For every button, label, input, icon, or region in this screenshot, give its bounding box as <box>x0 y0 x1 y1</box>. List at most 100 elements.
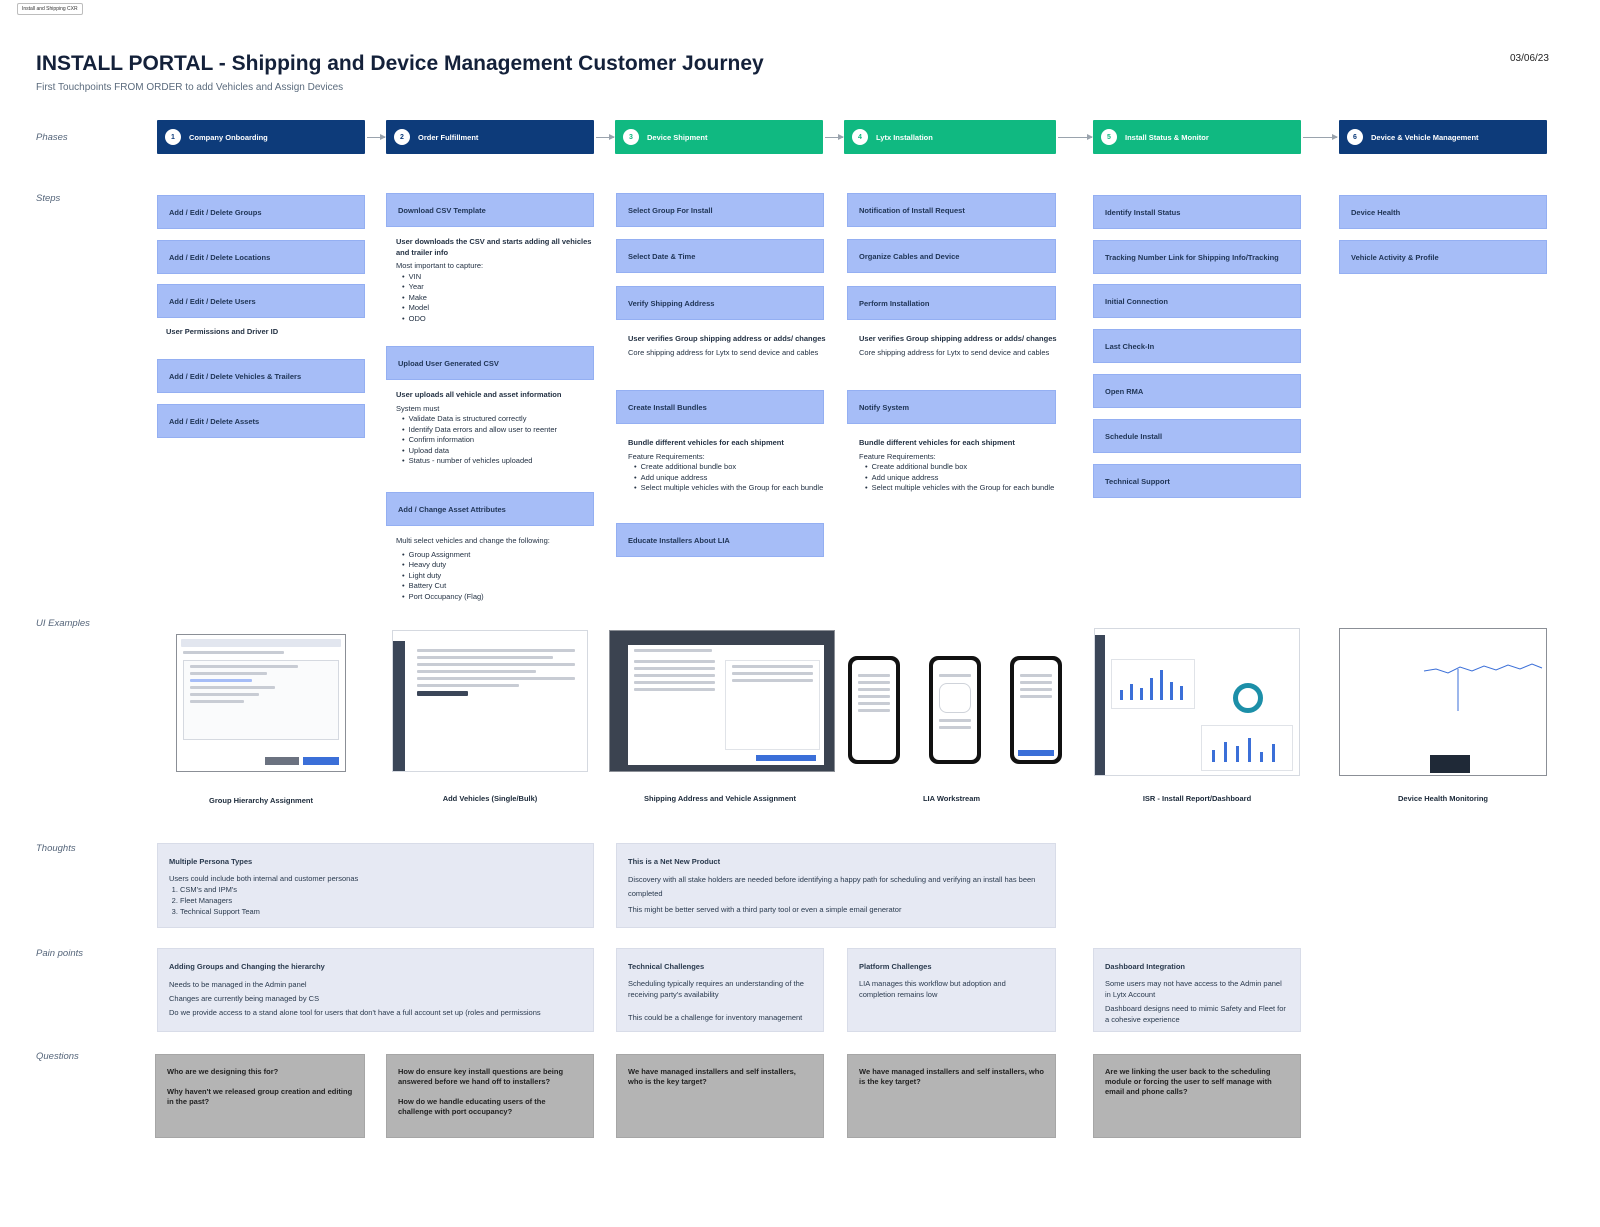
step-note: User uploads all vehicle and asset infor… <box>396 390 596 467</box>
list-item: Add unique address <box>865 473 1069 484</box>
step-card[interactable]: Notify System <box>847 390 1056 424</box>
list-item: Year <box>402 282 596 293</box>
phase-number: 2 <box>394 129 410 145</box>
step-card[interactable]: Identify Install Status <box>1093 195 1301 229</box>
note-heading: Bundle different vehicles for each shipm… <box>859 438 1015 447</box>
note-heading: Bundle different vehicles for each shipm… <box>628 438 784 447</box>
note-subheading: Core shipping address for Lytx to send d… <box>628 347 819 357</box>
list-item: Port Occupancy (Flag) <box>402 592 596 603</box>
list-item: Make <box>402 293 596 304</box>
step-card[interactable]: Add / Edit / Delete Vehicles & Trailers <box>157 359 365 393</box>
step-card[interactable]: Add / Edit / Delete Locations <box>157 240 365 274</box>
step-card[interactable]: Add / Edit / Delete Groups <box>157 195 365 229</box>
phase-order-fulfillment[interactable]: 2 Order Fulfillment <box>386 120 594 154</box>
ui-thumbnail-group-hierarchy[interactable] <box>176 634 346 772</box>
note-subheading: Multi select vehicles and change the fol… <box>396 536 550 545</box>
note-subheading: Feature Requirements: <box>628 451 705 461</box>
phase-arrow <box>825 134 844 140</box>
ui-thumbnail-isr-dashboard[interactable] <box>1094 628 1300 776</box>
ui-thumbnail-phone-2[interactable] <box>929 656 981 764</box>
step-note: Bundle different vehicles for each shipm… <box>859 438 1069 494</box>
step-note: Multi select vehicles and change the fol… <box>396 536 596 602</box>
step-card[interactable]: Notification of Install Request <box>847 193 1056 227</box>
phase-company-onboarding[interactable]: 1 Company Onboarding <box>157 120 365 154</box>
pain-point-line: Needs to be managed in the Admin panel <box>169 980 307 989</box>
step-card[interactable]: Add / Edit / Delete Users <box>157 284 365 318</box>
step-card[interactable]: Educate Installers About LIA <box>616 523 824 557</box>
list-item: Heavy duty <box>402 560 596 571</box>
list-item: Create additional bundle box <box>865 462 1069 473</box>
step-note: User Permissions and Driver ID <box>166 327 279 336</box>
step-card[interactable]: Last Check-In <box>1093 329 1301 363</box>
row-label-questions: Questions <box>36 1051 79 1062</box>
step-card[interactable]: Vehicle Activity & Profile <box>1339 240 1547 274</box>
pain-point-line: Scheduling typically requires an underst… <box>628 979 804 999</box>
step-card[interactable]: Select Group For Install <box>616 193 824 227</box>
list-item: Validate Data is structured correctly <box>402 414 596 425</box>
question-text: Why haven't we released group creation a… <box>167 1087 353 1106</box>
step-card[interactable]: Add / Change Asset Attributes <box>386 492 594 526</box>
phase-number: 5 <box>1101 129 1117 145</box>
frame-tag[interactable]: Install and Shipping CXR <box>17 3 83 15</box>
step-card[interactable]: Add / Edit / Delete Assets <box>157 404 365 438</box>
ui-example-caption: Shipping Address and Vehicle Assignment <box>644 794 796 803</box>
step-card[interactable]: Upload User Generated CSV <box>386 346 594 380</box>
step-card[interactable]: Organize Cables and Device <box>847 239 1056 273</box>
step-card[interactable]: Create Install Bundles <box>616 390 824 424</box>
step-card[interactable]: Schedule Install <box>1093 419 1301 453</box>
thought-body: This might be better served with a third… <box>628 905 902 914</box>
phase-label: Lytx Installation <box>876 132 933 142</box>
step-card[interactable]: Perform Installation <box>847 286 1056 320</box>
phase-install-status-monitor[interactable]: 5 Install Status & Monitor <box>1093 120 1301 154</box>
page-title: INSTALL PORTAL - Shipping and Device Man… <box>36 52 764 75</box>
pain-point-line: Changes are currently being managed by C… <box>169 994 320 1003</box>
pain-point-line: Dashboard designs need to mimic Safety a… <box>1105 1004 1286 1024</box>
ui-thumbnail-phone-3[interactable] <box>1010 656 1062 764</box>
phase-number: 1 <box>165 129 181 145</box>
step-card[interactable]: Open RMA <box>1093 374 1301 408</box>
question-text: We have managed installers and self inst… <box>628 1067 796 1086</box>
thought-heading: This is a Net New Product <box>628 857 721 866</box>
note-subheading: Most important to capture: <box>396 261 484 270</box>
list-item: VIN <box>402 272 596 283</box>
ui-example-caption: LIA Workstream <box>922 794 981 803</box>
ui-thumbnail-add-vehicles[interactable] <box>392 630 588 772</box>
ui-example-caption: Add Vehicles (Single/Bulk) <box>442 794 538 803</box>
phase-device-vehicle-management[interactable]: 6 Device & Vehicle Management <box>1339 120 1547 154</box>
question-card: How do ensure key install questions are … <box>386 1054 594 1138</box>
ui-example-caption: ISR - Install Report/Dashboard <box>1142 794 1252 803</box>
question-card: We have managed installers and self inst… <box>616 1054 824 1138</box>
list-item: Select multiple vehicles with the Group … <box>865 483 1069 494</box>
step-card[interactable]: Verify Shipping Address <box>616 286 824 320</box>
page-subtitle: First Touchpoints FROM ORDER to add Vehi… <box>36 82 344 93</box>
date-label: 03/06/23 <box>1510 53 1549 64</box>
pain-point-line: Do we provide access to a stand alone to… <box>169 1008 541 1017</box>
phase-arrow <box>1058 134 1093 140</box>
phase-number: 4 <box>852 129 868 145</box>
question-text: How do ensure key install questions are … <box>398 1067 564 1086</box>
row-label-thoughts: Thoughts <box>36 843 76 854</box>
question-text: Are we linking the user back to the sche… <box>1105 1067 1272 1096</box>
phase-lytx-installation[interactable]: 4 Lytx Installation <box>844 120 1056 154</box>
step-note: User downloads the CSV and starts adding… <box>396 237 596 324</box>
ui-thumbnail-shipping-address[interactable] <box>609 630 835 772</box>
row-label-ui-examples: UI Examples <box>36 618 90 629</box>
phase-device-shipment[interactable]: 3 Device Shipment <box>615 120 823 154</box>
step-note: Bundle different vehicles for each shipm… <box>628 438 838 494</box>
ui-thumbnail-device-health[interactable] <box>1339 628 1547 776</box>
note-subheading: System must <box>396 403 440 413</box>
step-card[interactable]: Technical Support <box>1093 464 1301 498</box>
step-card[interactable]: Tracking Number Link for Shipping Info/T… <box>1093 240 1301 274</box>
phase-arrow <box>596 134 615 140</box>
list-item: CSM's and IPM's <box>180 884 582 895</box>
step-card[interactable]: Initial Connection <box>1093 284 1301 318</box>
question-text: Who are we designing this for? <box>167 1067 279 1076</box>
question-card: We have managed installers and self inst… <box>847 1054 1056 1138</box>
list-item: Upload data <box>402 446 596 457</box>
note-heading: User verifies Group shipping address or … <box>628 334 826 343</box>
step-card[interactable]: Select Date & Time <box>616 239 824 273</box>
step-card[interactable]: Device Health <box>1339 195 1547 229</box>
row-label-steps: Steps <box>36 193 61 204</box>
step-card[interactable]: Download CSV Template <box>386 193 594 227</box>
ui-thumbnail-phone-1[interactable] <box>848 656 900 764</box>
